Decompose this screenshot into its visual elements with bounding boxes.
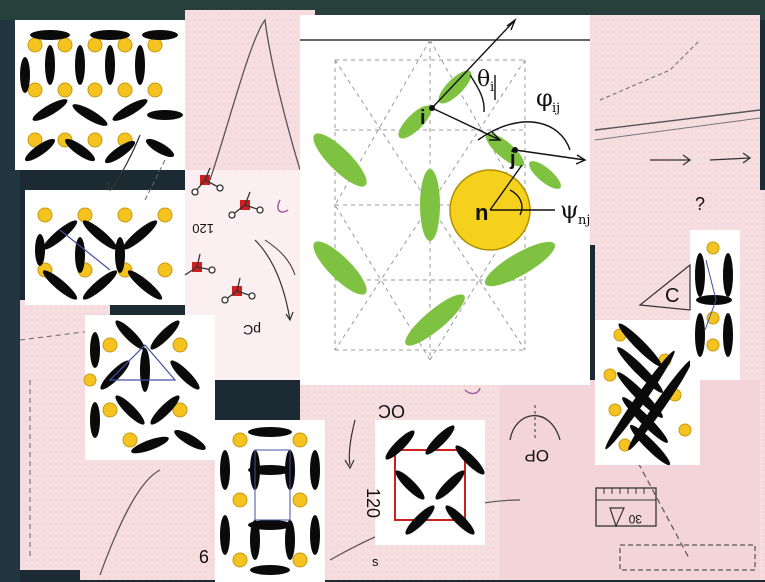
psi-label: ψ xyxy=(560,196,579,224)
phi-label: φ xyxy=(536,84,553,112)
theta-label: θ xyxy=(477,67,490,92)
tile-right-vertical xyxy=(690,230,740,380)
phi-subscript: ij xyxy=(552,101,560,116)
question-mark: ? xyxy=(695,194,705,214)
tile-left-lower xyxy=(84,315,215,460)
theta-subscript: i xyxy=(490,80,494,95)
tile-bottom-stack: 9 xyxy=(199,420,325,582)
tile-left-middle xyxy=(25,190,185,305)
s-label: s xyxy=(372,554,379,569)
c-label: C xyxy=(665,285,679,307)
center-diagram: θ i φ ij ψ nj i j n xyxy=(300,15,590,385)
node-j-label: j xyxy=(509,148,516,170)
particle-n-label: n xyxy=(475,200,488,225)
node-i-label: i xyxy=(420,107,426,129)
num-120-bottom: 120 xyxy=(363,488,383,518)
tile-right-diagonal xyxy=(595,320,700,468)
tile-top-left xyxy=(15,20,185,170)
oc-label: OC xyxy=(378,401,405,421)
pc-label: pC xyxy=(243,322,261,338)
molecule-ellipse xyxy=(420,169,440,241)
center-panel xyxy=(300,15,590,385)
rotated-30-label: 30 xyxy=(628,512,642,526)
num-120-top: 120 xyxy=(192,221,214,236)
num-9-label: 9 xyxy=(199,546,209,566)
psi-subscript: nj xyxy=(578,213,590,228)
op-label: OP xyxy=(524,446,549,465)
